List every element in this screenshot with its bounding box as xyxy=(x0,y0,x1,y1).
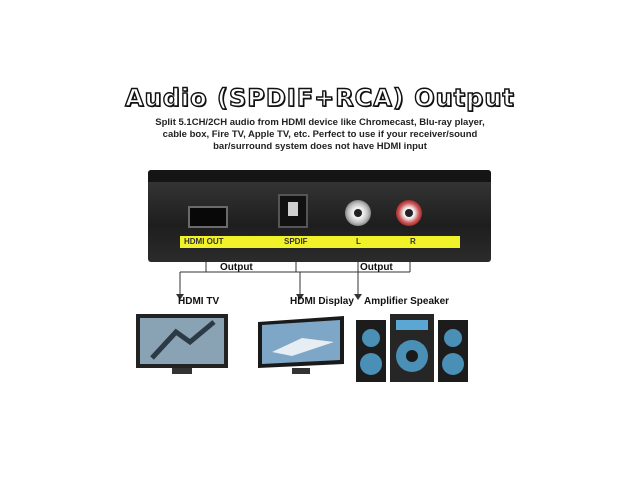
right-channel-label: R xyxy=(410,237,416,246)
label-strip: HDMI OUT SPDIF L R xyxy=(180,236,460,248)
output-label-left: Output xyxy=(220,262,253,273)
hdmi-out-port-icon xyxy=(188,206,228,228)
left-channel-label: L xyxy=(356,237,361,246)
display-icon xyxy=(258,316,344,374)
tv-icon xyxy=(136,314,228,374)
heading-title: Audio (SPDIF+RCA) Output xyxy=(124,83,515,112)
rca-left-port-icon xyxy=(345,200,371,226)
spdif-port-icon xyxy=(278,194,308,228)
description-text: Split 5.1CH/2CH audio from HDMI device l… xyxy=(155,117,485,152)
speaker-system-icon xyxy=(356,314,468,382)
splitter-device: HDMI OUT SPDIF L R xyxy=(148,170,491,262)
spdif-label: SPDIF xyxy=(284,237,308,246)
output-label-right: Output xyxy=(360,262,393,273)
hdmi-display-label: HDMI Display xyxy=(290,296,354,307)
device-top-edge xyxy=(148,170,491,182)
hdmi-out-label: HDMI OUT xyxy=(184,237,224,246)
rca-right-port-icon xyxy=(396,200,422,226)
hdmi-tv-label: HDMI TV xyxy=(178,296,220,307)
amplifier-speaker-label: Amplifier Speaker xyxy=(364,296,450,307)
